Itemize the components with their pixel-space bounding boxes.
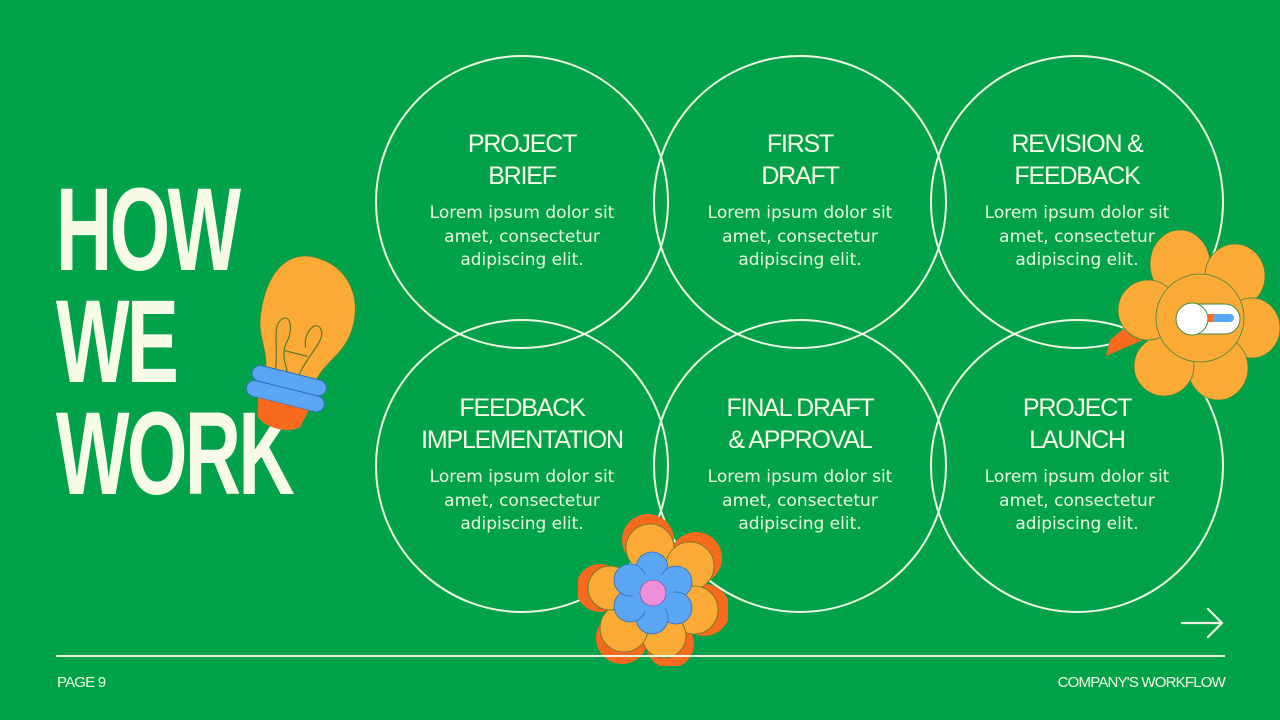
footer-divider	[56, 655, 1225, 657]
step-title: FEEDBACK IMPLEMENTATION	[421, 394, 624, 454]
step-first-draft: FIRST DRAFT Lorem ipsum dolor sit amet, …	[655, 128, 945, 273]
step-description: Lorem ipsum dolor sit amet, consectetur …	[984, 203, 1170, 270]
step-title: PROJECT BRIEF	[467, 130, 577, 190]
step-feedback-implementation: FEEDBACK IMPLEMENTATION Lorem ipsum dolo…	[377, 392, 667, 537]
title-line-2: WE	[56, 276, 179, 408]
flower-icon	[1106, 229, 1280, 401]
step-description: Lorem ipsum dolor sit amet, consectetur …	[707, 467, 893, 534]
step-revision-feedback: REVISION & FEEDBACK Lorem ipsum dolor si…	[932, 128, 1222, 273]
step-description: Lorem ipsum dolor sit amet, consectetur …	[707, 203, 893, 270]
arrow-right-icon[interactable]	[1180, 605, 1226, 641]
title-line-1: HOW	[56, 164, 241, 296]
title-line-3: WORK	[56, 388, 295, 520]
step-title: PROJECT LAUNCH	[1022, 394, 1132, 454]
lightbulb-icon	[245, 255, 356, 430]
step-title: REVISION & FEEDBACK	[1011, 130, 1143, 190]
page-title: HOW WE WORK	[56, 164, 295, 520]
step-description: Lorem ipsum dolor sit amet, consectetur …	[429, 467, 615, 534]
step-description: Lorem ipsum dolor sit amet, consectetur …	[429, 203, 615, 270]
step-project-brief: PROJECT BRIEF Lorem ipsum dolor sit amet…	[377, 128, 667, 273]
step-title: FIRST DRAFT	[761, 130, 840, 190]
step-description: Lorem ipsum dolor sit amet, consectetur …	[984, 467, 1170, 534]
page-number: PAGE 9	[57, 674, 106, 691]
step-project-launch: PROJECT LAUNCH Lorem ipsum dolor sit ame…	[932, 392, 1222, 537]
step-final-draft-approval: FINAL DRAFT & APPROVAL Lorem ipsum dolor…	[655, 392, 945, 537]
section-label: COMPANY'S WORKFLOW	[1057, 674, 1226, 691]
step-title: FINAL DRAFT & APPROVAL	[726, 394, 875, 454]
layered-flower-icon	[578, 514, 728, 666]
